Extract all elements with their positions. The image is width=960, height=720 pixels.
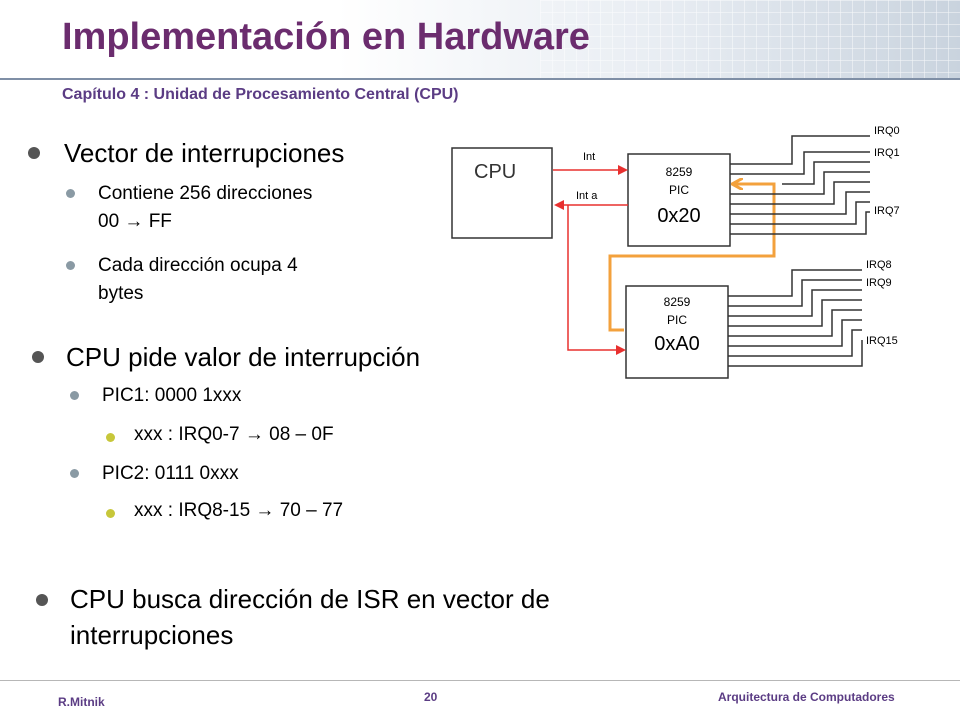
slide-title: Implementación en Hardware <box>62 16 590 58</box>
header-divider <box>0 78 960 80</box>
cpu-label: CPU <box>474 161 516 183</box>
int-label: Int <box>583 151 595 163</box>
footer-page-number: 20 <box>424 690 438 704</box>
cascade-line <box>608 184 776 332</box>
bullet-text: Vector de interrupciones <box>64 138 345 168</box>
cpu-box <box>451 147 553 239</box>
cpu-to-pic2-line <box>567 205 626 355</box>
irq9-label: IRQ9 <box>866 277 892 289</box>
pic1-model: 8259 <box>666 165 693 179</box>
bullet-dot <box>28 147 40 159</box>
int-a-label: Int a <box>576 190 598 202</box>
bullet-dot <box>36 594 48 606</box>
pic1-addr: 0x20 <box>657 205 700 227</box>
bullet-text-line1: Cada dirección ocupa 4 <box>98 255 298 276</box>
pic1-type: PIC <box>669 183 689 197</box>
irq0-label: IRQ0 <box>874 125 900 137</box>
pic1-irq-wires <box>730 135 870 235</box>
bullet-text: xxx : IRQ0-7 → 08 – 0F <box>134 424 334 445</box>
bullet-text-line1: CPU busca dirección de ISR en vector de <box>70 584 550 614</box>
slide-subtitle: Capítulo 4 : Unidad de Procesamiento Cen… <box>62 86 459 103</box>
bullet-dot <box>70 469 79 478</box>
bullet-text-line2: bytes <box>98 283 144 304</box>
bullet-dot <box>70 391 79 400</box>
bullet-text-line1: Contiene 256 direcciones <box>98 183 313 204</box>
irq15-label: IRQ15 <box>866 335 898 347</box>
bullet-dot <box>66 189 75 198</box>
header-band <box>0 0 960 80</box>
pic2-box <box>625 285 729 379</box>
bullet-text-line2: 00 → FF <box>98 211 172 232</box>
header-grid-decoration <box>540 0 960 80</box>
footer-author: R.Mitnik <box>58 695 105 709</box>
bullet-text: PIC1: 0000 1xxx <box>102 385 242 406</box>
bullet-text-line2: interrupciones <box>70 620 234 650</box>
pic1-box <box>627 153 731 247</box>
irq8-label: IRQ8 <box>866 259 892 271</box>
bullet-dot <box>32 351 44 363</box>
footer-divider <box>0 680 960 681</box>
bullet-dot <box>66 261 75 270</box>
pic2-model: 8259 <box>664 295 691 309</box>
irq1-label: IRQ1 <box>874 147 900 159</box>
bullet-dot <box>106 433 115 442</box>
pic2-addr: 0xA0 <box>654 333 700 355</box>
bullet-text: PIC2: 0111 0xxx <box>102 463 239 484</box>
bullet-text: xxx : IRQ8-15 → 70 – 77 <box>134 500 344 521</box>
footer-course: Arquitectura de Computadores <box>718 690 895 704</box>
pic2-irq-wires <box>728 269 863 367</box>
irq7-label: IRQ7 <box>874 205 900 217</box>
bullet-text: CPU pide valor de interrupción <box>66 342 421 372</box>
pic2-type: PIC <box>667 313 687 327</box>
bullet-dot <box>106 509 115 518</box>
